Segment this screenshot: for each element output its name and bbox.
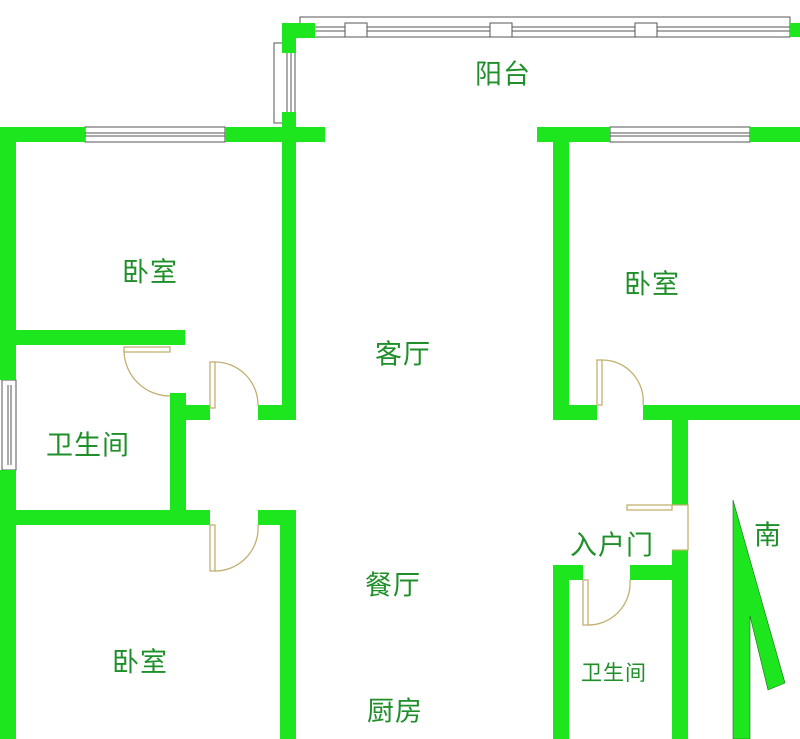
bedroom-ne-window <box>609 126 751 143</box>
room-label-bathroom-e: 卫生间 <box>581 661 647 685</box>
room-label-kitchen: 厨房 <box>367 696 423 728</box>
room-label-bathroom-w: 卫生间 <box>46 430 130 462</box>
windows <box>1 16 791 471</box>
room-label-bedroom-ne: 卧室 <box>624 269 680 301</box>
balcony-side-window <box>273 42 296 124</box>
compass-label: 南 <box>754 520 782 552</box>
room-label-bedroom-nw: 卧室 <box>122 257 178 289</box>
room-label-balcony: 阳台 <box>475 59 531 91</box>
compass-arrow-icon <box>732 499 786 739</box>
room-label-dining-room: 餐厅 <box>365 570 421 602</box>
walls <box>0 23 800 739</box>
bathroom-w-window <box>1 379 17 471</box>
room-label-bedroom-sw: 卧室 <box>112 647 168 679</box>
room-label-living-room: 客厅 <box>375 339 431 371</box>
doors <box>123 346 689 626</box>
bedroom-nw-window <box>84 126 226 143</box>
label-entrance-door: 入户门 <box>570 530 654 562</box>
